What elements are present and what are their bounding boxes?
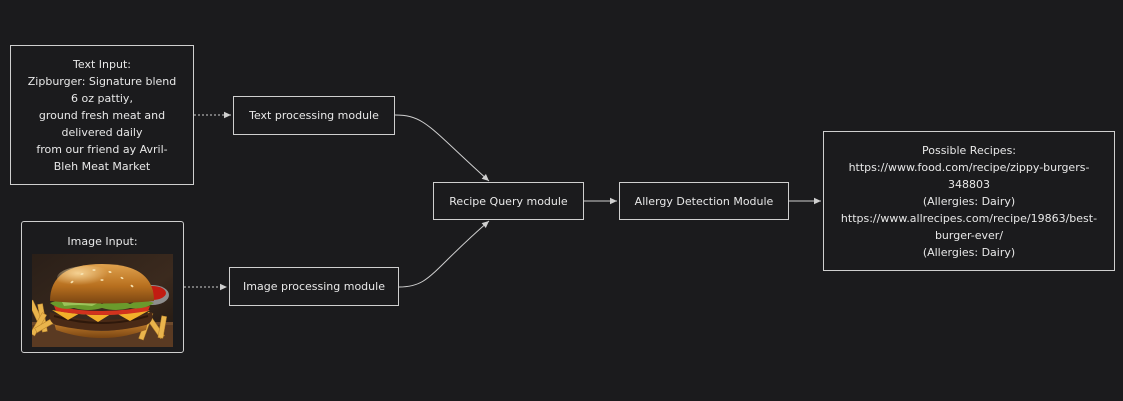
text-input-node: Text Input: Zipburger: Signature blend 6… (10, 45, 194, 185)
text-processing-module-node: Text processing module (233, 96, 395, 135)
text-input-line: delivered daily (61, 125, 143, 139)
possible-recipes-line: https://www.food.com/recipe/zippy-burger… (848, 160, 1090, 174)
edge-image-processing-to-recipe-query (398, 220, 490, 288)
possible-recipes-line: Possible Recipes: (922, 143, 1016, 157)
possible-recipes-line: (Allergies: Dairy) (922, 245, 1016, 259)
burger-photo (32, 254, 173, 347)
recipe-query-module-label: Recipe Query module (449, 194, 568, 208)
possible-recipes-line: https://www.allrecipes.com/recipe/19863/… (840, 211, 1098, 225)
text-input-line: Text Input: (73, 57, 131, 71)
text-processing-module-label: Text processing module (249, 109, 379, 122)
image-processing-module-label: Image processing module (243, 280, 385, 293)
edge-text-processing-to-recipe-query (394, 114, 490, 182)
text-input-line: Bleh Meat Market (53, 159, 151, 173)
text-input-line: 6 oz pattiy, (71, 91, 133, 105)
text-input-line: Zipburger: Signature blend (27, 74, 177, 88)
image-input-label: Image Input: (67, 235, 138, 248)
recipe-query-module-node: Recipe Query module (433, 182, 584, 220)
allergy-detection-module-label: Allergy Detection Module (634, 194, 774, 208)
image-processing-module-node: Image processing module (229, 267, 399, 306)
text-input-line: ground fresh meat and (38, 108, 166, 122)
possible-recipes-line: (Allergies: Dairy) (922, 194, 1016, 208)
image-input-node: Image Input: (21, 221, 184, 353)
possible-recipes-line: burger-ever/ (934, 228, 1004, 242)
possible-recipes-line: 348803 (948, 177, 990, 191)
text-input-line: from our friend ay Avril- (36, 142, 168, 156)
allergy-detection-module-node: Allergy Detection Module (619, 182, 789, 220)
possible-recipes-node: Possible Recipes: https://www.food.com/r… (823, 131, 1115, 271)
